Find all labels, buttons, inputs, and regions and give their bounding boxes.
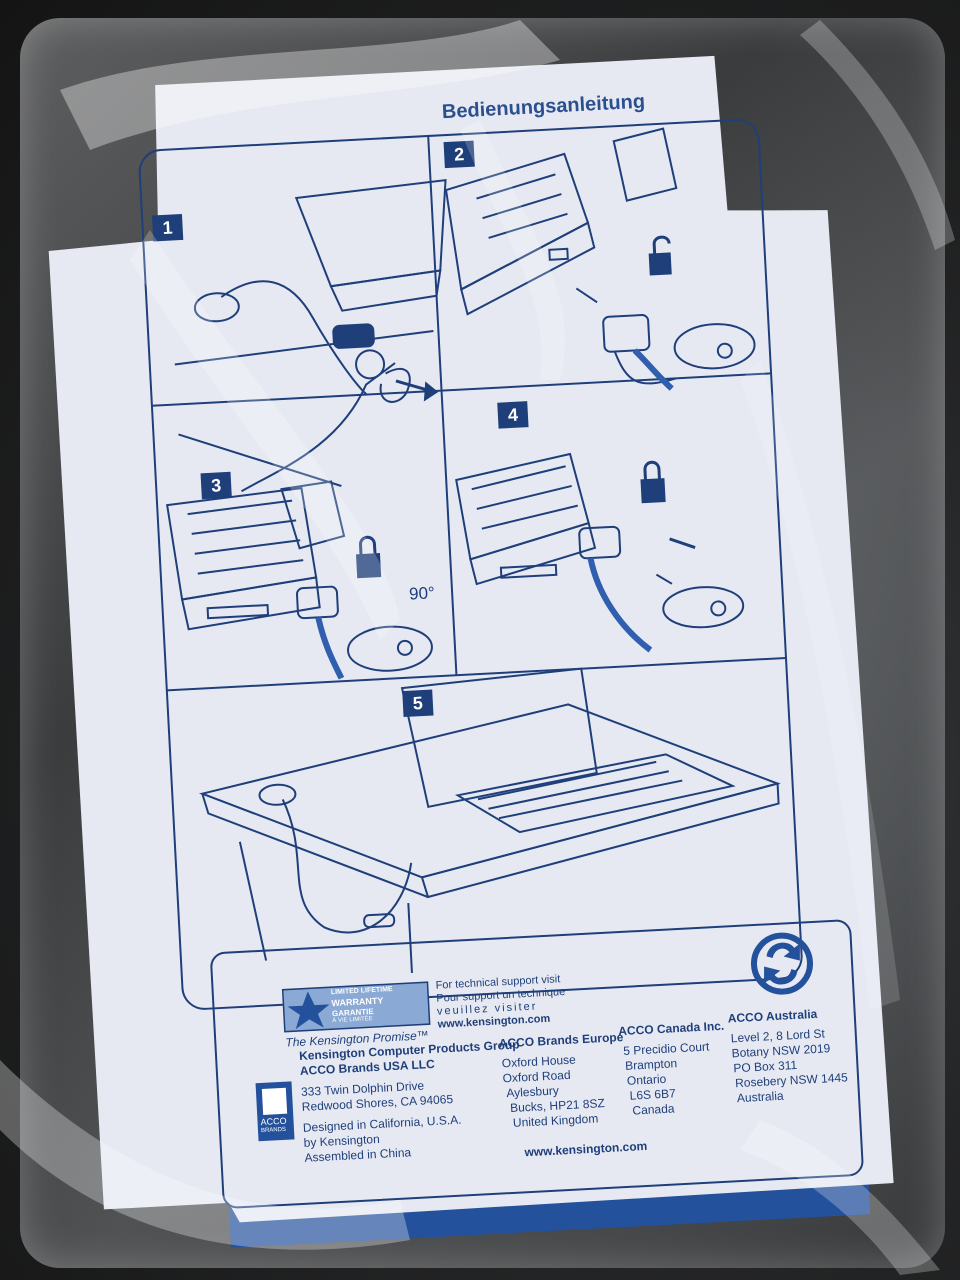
step-number-2: 2 <box>443 140 475 169</box>
panel-1-illustration <box>174 178 447 493</box>
leaflet-drawing <box>48 55 894 1248</box>
canada-line-2: Brampton <box>624 1056 678 1073</box>
canada-line-3: Ontario <box>626 1071 667 1088</box>
lock-icon <box>355 553 382 579</box>
step-number-1: 1 <box>151 213 184 242</box>
panel-2-illustration <box>444 127 756 391</box>
step-number-5: 5 <box>402 689 434 718</box>
footer-frame <box>210 919 864 1209</box>
panel-5-illustration <box>198 667 781 974</box>
panel-4-illustration <box>455 452 745 653</box>
warranty-badge <box>281 981 431 1033</box>
step-number-3: 3 <box>200 471 232 500</box>
instruction-leaflet: Bedienungsanleitung 1 2 3 4 5 90° LIMITE… <box>20 39 900 1255</box>
canada-line-5: Canada <box>632 1101 675 1118</box>
arrow-icon <box>669 537 696 549</box>
recycle-icon <box>750 932 813 995</box>
australia-line-5: Australia <box>736 1088 784 1106</box>
unlock-icon <box>648 252 672 276</box>
step-number-4: 4 <box>497 401 529 429</box>
panel-3-illustration <box>165 480 433 680</box>
rotation-label: 90° <box>408 583 436 604</box>
acco-logo-subtext: BRANDS <box>260 1126 287 1135</box>
instructions-frame <box>138 118 803 1010</box>
canada-line-4: L6S 6B7 <box>629 1086 677 1103</box>
